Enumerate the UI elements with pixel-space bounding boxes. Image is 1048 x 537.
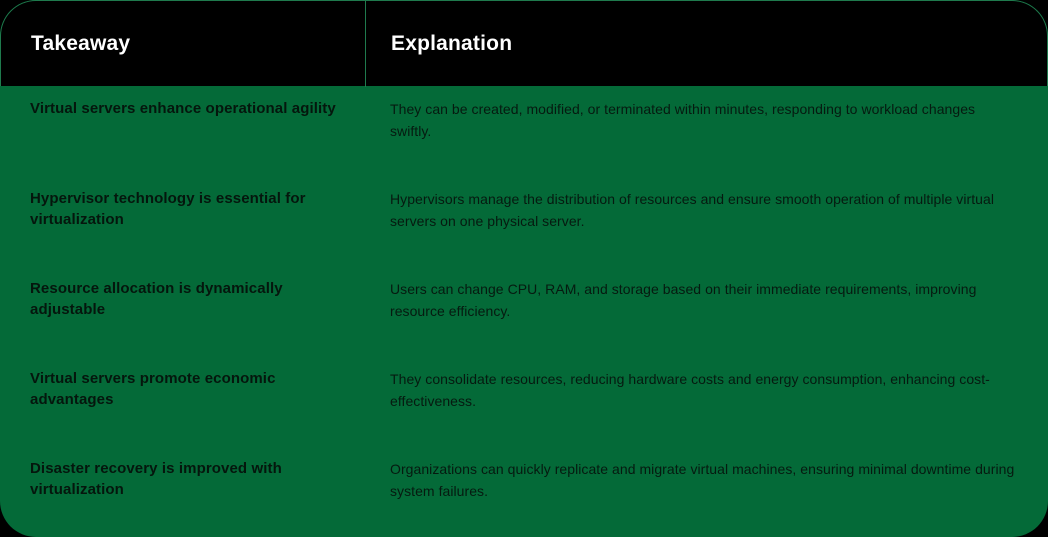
table-row: Virtual servers enhance operational agil… — [0, 98, 1048, 188]
table-row: Virtual servers promote economic advanta… — [0, 368, 1048, 458]
column-header-takeaway-label: Takeaway — [31, 32, 131, 55]
cell-takeaway: Resource allocation is dynamically adjus… — [30, 280, 283, 318]
column-header-takeaway: Takeaway — [31, 1, 130, 87]
cell-explanation: They consolidate resources, reducing har… — [390, 371, 990, 409]
column-header-explanation: Explanation — [391, 1, 512, 87]
header-column-divider — [365, 1, 366, 87]
cell-takeaway: Hypervisor technology is essential for v… — [30, 190, 306, 228]
table-header-row: Takeaway Explanation — [0, 0, 1048, 87]
cell-takeaway: Disaster recovery is improved with virtu… — [30, 460, 282, 498]
cell-takeaway: Virtual servers promote economic advanta… — [30, 370, 276, 408]
cell-explanation: Users can change CPU, RAM, and storage b… — [390, 281, 977, 319]
cell-explanation: They can be created, modified, or termin… — [390, 101, 976, 139]
table-row: Disaster recovery is improved with virtu… — [0, 458, 1048, 537]
table-row: Hypervisor technology is essential for v… — [0, 188, 1048, 278]
cell-explanation: Organizations can quickly replicate and … — [390, 461, 1015, 499]
cell-takeaway: Virtual servers enhance operational agil… — [30, 100, 336, 117]
column-header-explanation-label: Explanation — [391, 32, 513, 55]
table-row: Resource allocation is dynamically adjus… — [0, 278, 1048, 368]
cell-explanation: Hypervisors manage the distribution of r… — [390, 191, 994, 229]
table-body: Virtual servers enhance operational agil… — [0, 86, 1048, 537]
